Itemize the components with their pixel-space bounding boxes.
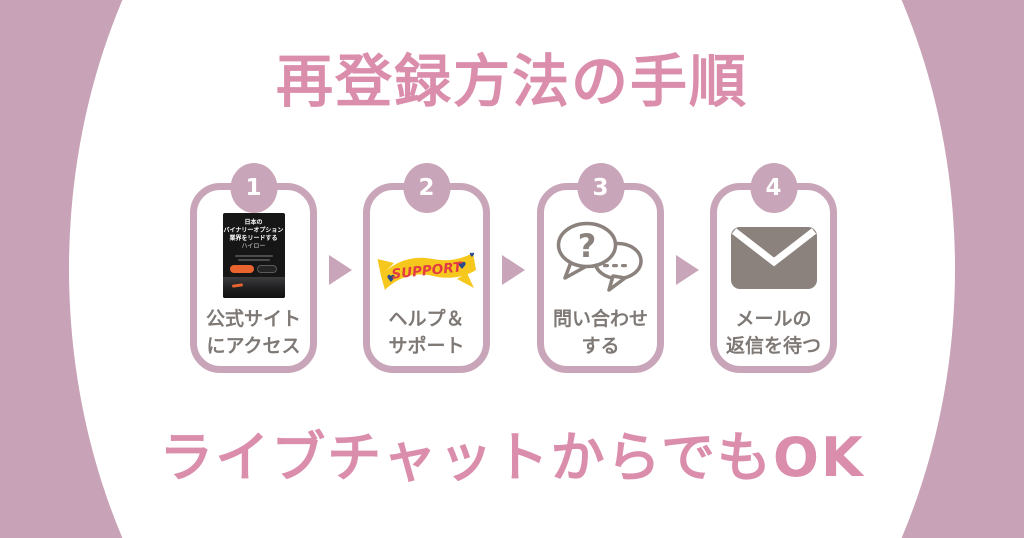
support-banner-text: SUPPORT (390, 259, 464, 283)
step-card-2: 2 ♥ ♥ ♥ SUPPORT ヘルプ＆ サポート (363, 163, 490, 373)
step-card-1: 1 日本の バイナリーオプション 業界をリードする ハイロー 公式サイト にアク… (190, 163, 317, 373)
step-label-1-line2: にアクセス (206, 335, 301, 357)
step-label-3-line1: 問い合わせ (552, 308, 648, 330)
heart-icon: ♥ (457, 261, 466, 272)
question-mark: ? (577, 227, 596, 265)
thumbnail-heading-line4: ハイロー (241, 243, 266, 250)
page-title: 再登録方法の手順 (276, 49, 748, 115)
footer-note: ライブチャットからでもOK (159, 426, 865, 489)
step-label-4-line2: 返信を待つ (725, 335, 821, 357)
step-label-1-line1: 公式サイト (205, 308, 301, 330)
step-label-1: 公式サイト にアクセス (197, 306, 310, 360)
arrow-right-icon (329, 255, 352, 285)
support-banner-icon: ♥ ♥ ♥ SUPPORT (377, 252, 476, 290)
step-label-4-line1: メールの (735, 308, 812, 330)
step-label-2: ヘルプ＆ サポート (370, 306, 483, 360)
thumbnail-text-bar (237, 259, 270, 261)
thumbnail-heading-line3: 業界をリードする (229, 235, 278, 242)
chat-bubbles-icon: ? (556, 221, 643, 292)
thumbnail-text-bar (234, 255, 273, 257)
step-card-3: 3 ? 問い合わせ する (537, 163, 664, 373)
thumbnail-login-button (257, 265, 277, 273)
step-label-3: 問い合わせ する (544, 306, 657, 360)
arrow-right-icon (676, 255, 699, 285)
step-label-4: メールの 返信を待つ (717, 306, 830, 360)
heart-icon: ♥ (386, 274, 395, 285)
step-label-2-line1: ヘルプ＆ (388, 308, 465, 330)
step-card-4: 4 メールの 返信を待つ (710, 163, 837, 373)
step-number-badge-3: 3 (577, 163, 624, 213)
step-label-2-line2: サポート (388, 335, 465, 357)
step-number-badge-4: 4 (750, 163, 797, 213)
arrow-right-icon (502, 255, 525, 285)
official-site-thumbnail: 日本の バイナリーオプション 業界をリードする ハイロー (222, 213, 285, 298)
thumbnail-heading-line2: バイナリーオプション (223, 227, 284, 234)
thumbnail-heading-line1: 日本の (244, 219, 263, 226)
heart-icon: ♥ (469, 252, 474, 259)
step-number-badge-1: 1 (230, 163, 277, 213)
thumbnail-signup-button (230, 265, 254, 273)
envelope-icon (730, 227, 817, 289)
step-label-3-line2: する (581, 335, 620, 357)
step-number-badge-2: 2 (403, 163, 450, 213)
thumbnail-laptop-image (222, 277, 285, 298)
thumbnail-button-row (223, 265, 285, 273)
